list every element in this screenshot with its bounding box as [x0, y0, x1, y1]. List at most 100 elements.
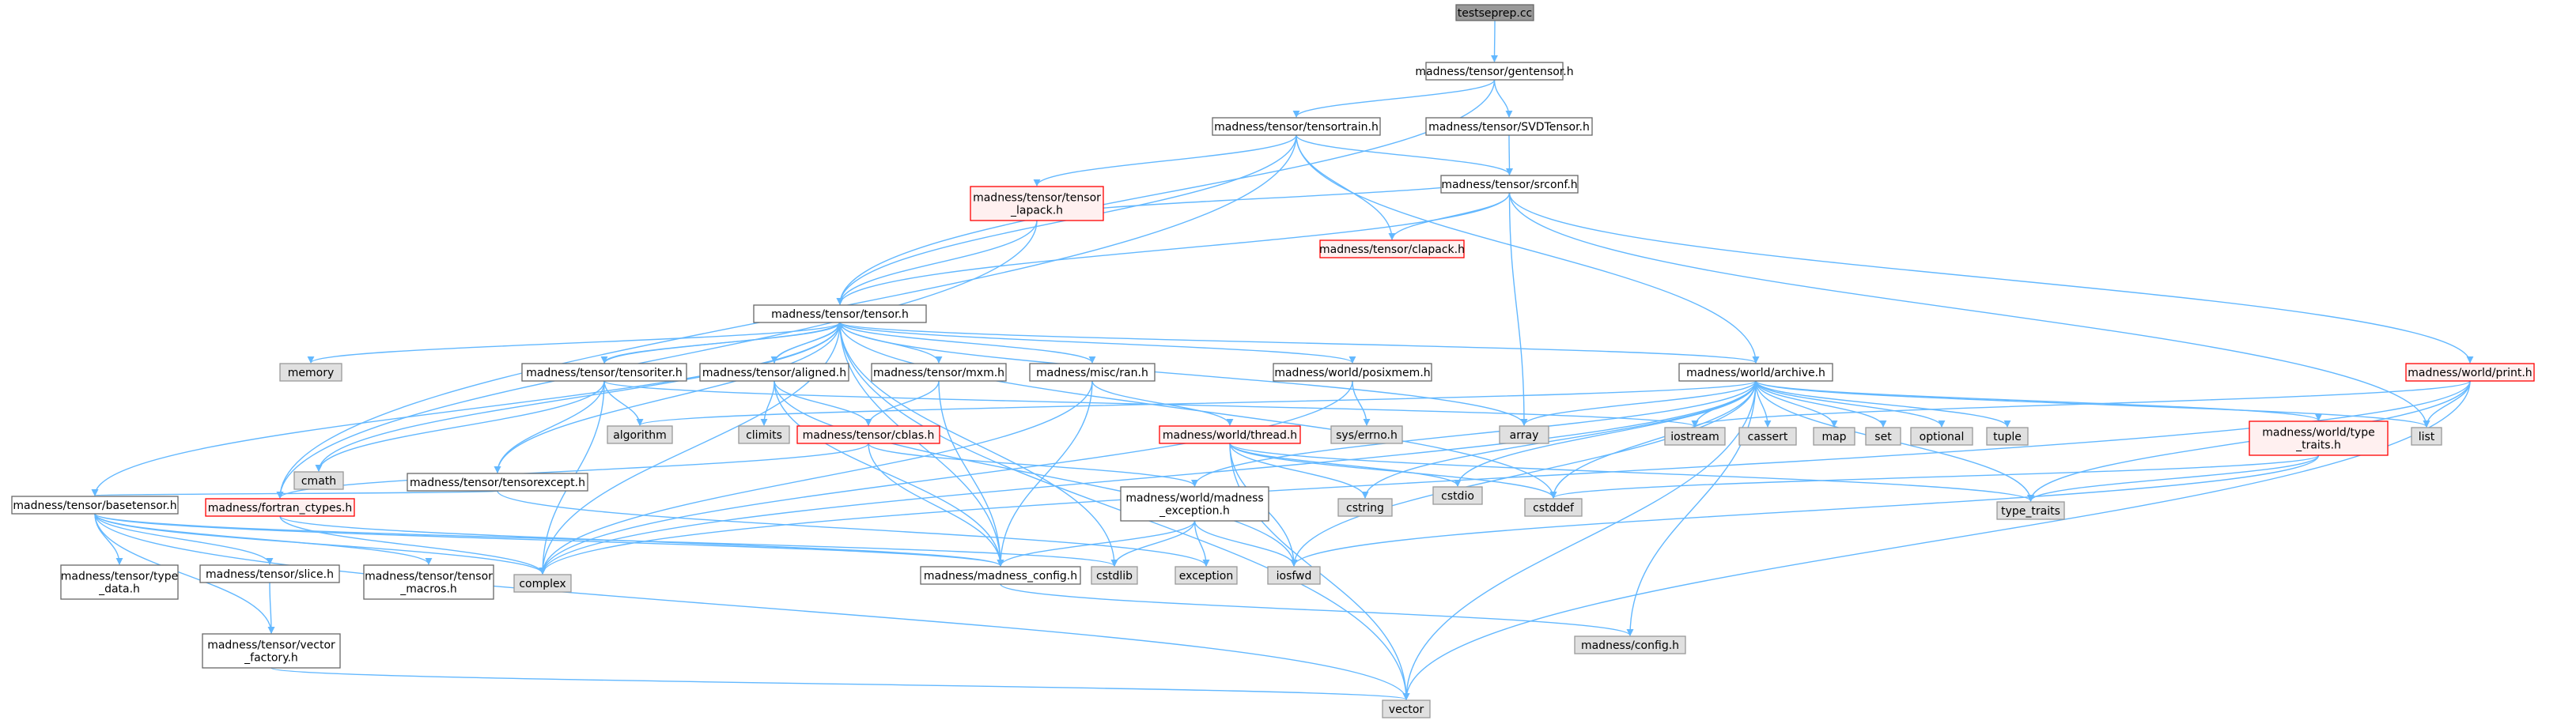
node-label: madness/misc/ran.h: [1036, 367, 1148, 379]
node-tensor_macros[interactable]: madness/tensor/tensor_macros.h: [363, 564, 494, 600]
node-label: list: [2419, 431, 2435, 443]
node-tensoriter[interactable]: madness/tensor/tensoriter.h: [521, 363, 687, 382]
edge-line: [1549, 380, 1757, 499]
edge-line: [539, 380, 1757, 575]
node-iosfwd: iosfwd: [1267, 566, 1321, 585]
node-tensor_lapack[interactable]: madness/tensor/tensor_lapack.h: [970, 186, 1104, 221]
node-box: [753, 304, 927, 323]
edge-tensor_lapack-to-fortran: [276, 220, 1038, 499]
edge-line: [774, 321, 844, 364]
node-box: [1425, 62, 1564, 81]
edge-line: [839, 322, 1356, 364]
node-tensor[interactable]: madness/tensor/tensor.h: [753, 304, 927, 323]
node-label: _exception.h: [1159, 505, 1230, 518]
node-basetensor[interactable]: madness/tensor/basetensor.h: [11, 496, 179, 515]
node-clapack[interactable]: madness/tensor/clapack.h: [1319, 239, 1465, 258]
edge-line: [1290, 380, 1757, 567]
edge-tensor-to-memory: [307, 322, 841, 364]
edge-line: [1229, 443, 2034, 502]
edge-tensortrain-to-archive: [1296, 134, 1760, 364]
node-gentensor[interactable]: madness/tensor/gentensor.h: [1415, 62, 1574, 81]
edge-tensortrain-to-tensor_lapack: [1033, 134, 1297, 187]
edge-tensor-to-cmath: [315, 322, 841, 472]
edge-line: [1229, 443, 1369, 499]
node-label: madness/world/posixmem.h: [1274, 367, 1430, 379]
node-tensorexcept[interactable]: madness/tensor/tensorexcept.h: [407, 473, 588, 492]
edge-line: [1091, 380, 1234, 426]
edge-gentensor-to-tensor: [836, 79, 1496, 305]
edge-line: [1193, 520, 1298, 567]
node-svdtensor[interactable]: madness/tensor/SVDTensor.h: [1425, 117, 1593, 136]
edge-thread-to-cstring: [1229, 443, 1369, 499]
edge-mad_config-to-config: [1000, 583, 1634, 636]
node-label: madness/tensor/type: [61, 571, 178, 583]
edge-line: [1402, 380, 2471, 700]
node-box: [205, 498, 355, 517]
edge-line: [1402, 380, 1757, 700]
edge-ran-to-complex: [539, 380, 1093, 575]
node-box: [738, 425, 790, 444]
node-mad_exception[interactable]: madness/world/madness_exception.h: [1120, 486, 1269, 522]
edge-line: [1000, 583, 1634, 636]
node-slice[interactable]: madness/tensor/slice.h: [199, 564, 340, 583]
node-tuple: tuple: [1986, 427, 2029, 446]
edge-ran-to-thread: [1091, 380, 1234, 426]
node-box: [2249, 420, 2389, 456]
node-mad_config[interactable]: madness/madness_config.h: [920, 566, 1081, 585]
edge-line: [836, 192, 1511, 305]
edge-line: [839, 322, 1528, 426]
node-type_traits: type_traits: [1996, 501, 2065, 520]
node-tensortrain[interactable]: madness/tensor/tensortrain.h: [1212, 117, 1381, 136]
node-label: madness/tensor/aligned.h: [702, 367, 846, 379]
node-box: [1212, 117, 1381, 136]
edge-type_traits_h-to-cstddef: [1549, 454, 2320, 499]
node-aligned[interactable]: madness/tensor/aligned.h: [699, 363, 849, 382]
edge-line: [1691, 380, 2471, 428]
edge-line: [2027, 454, 2320, 502]
node-posixmem[interactable]: madness/world/posixmem.h: [1273, 363, 1432, 382]
edge-line: [1229, 443, 1462, 487]
node-print[interactable]: madness/world/print.h: [2405, 363, 2535, 382]
edge-archive-to-complex: [539, 380, 1757, 575]
node-archive[interactable]: madness/world/archive.h: [1678, 363, 1833, 382]
node-label: madness/world/madness: [1125, 492, 1263, 505]
edge-line: [1491, 20, 1499, 62]
node-label: cassert: [1748, 431, 1788, 443]
node-type_data[interactable]: madness/tensor/type_data.h: [60, 564, 179, 600]
edge-line: [636, 380, 1757, 426]
node-type_traits_h[interactable]: madness/world/type_traits.h: [2249, 420, 2389, 456]
node-box: [363, 564, 494, 600]
node-thread[interactable]: madness/world/thread.h: [1159, 425, 1301, 444]
node-cblas[interactable]: madness/tensor/cblas.h: [796, 425, 940, 444]
edge-line: [1388, 192, 1511, 240]
edge-line: [1193, 520, 1210, 567]
node-exception: exception: [1175, 566, 1238, 585]
node-label: madness/madness_config.h: [924, 570, 1077, 583]
edge-line: [1626, 380, 1757, 636]
edge-line: [1755, 380, 2322, 421]
edge-svdtensor-to-srconf: [1505, 134, 1513, 175]
node-srconf[interactable]: madness/tensor/srconf.h: [1440, 175, 1579, 194]
edge-line: [864, 380, 940, 426]
node-box: [2411, 427, 2442, 446]
node-fortran[interactable]: madness/fortran_ctypes.h: [205, 498, 355, 517]
edge-line: [94, 513, 547, 575]
node-vector_factory[interactable]: madness/tensor/vector_factory.h: [202, 633, 341, 669]
node-box: [2405, 363, 2535, 382]
node-mxm[interactable]: madness/tensor/mxm.h: [871, 363, 1007, 382]
node-label: _factory.h: [244, 652, 298, 665]
node-sys_errno: sys/errno.h: [1330, 425, 1403, 444]
node-box: [1432, 486, 1483, 505]
node-box: [1175, 566, 1238, 585]
edge-ran-to-mad_config: [997, 380, 1093, 567]
node-label: cstdlib: [1096, 570, 1133, 583]
node-label: sys/errno.h: [1336, 429, 1398, 442]
node-root[interactable]: testseprep.cc: [1455, 4, 1534, 21]
node-label: madness/tensor/srconf.h: [1441, 179, 1577, 191]
node-label: madness/tensor/SVDTensor.h: [1428, 121, 1590, 134]
node-list: list: [2411, 427, 2442, 446]
node-ran[interactable]: madness/misc/ran.h: [1029, 363, 1156, 382]
node-label: cmath: [301, 475, 336, 488]
node-box: [1524, 498, 1583, 517]
node-box: [1865, 427, 1901, 446]
